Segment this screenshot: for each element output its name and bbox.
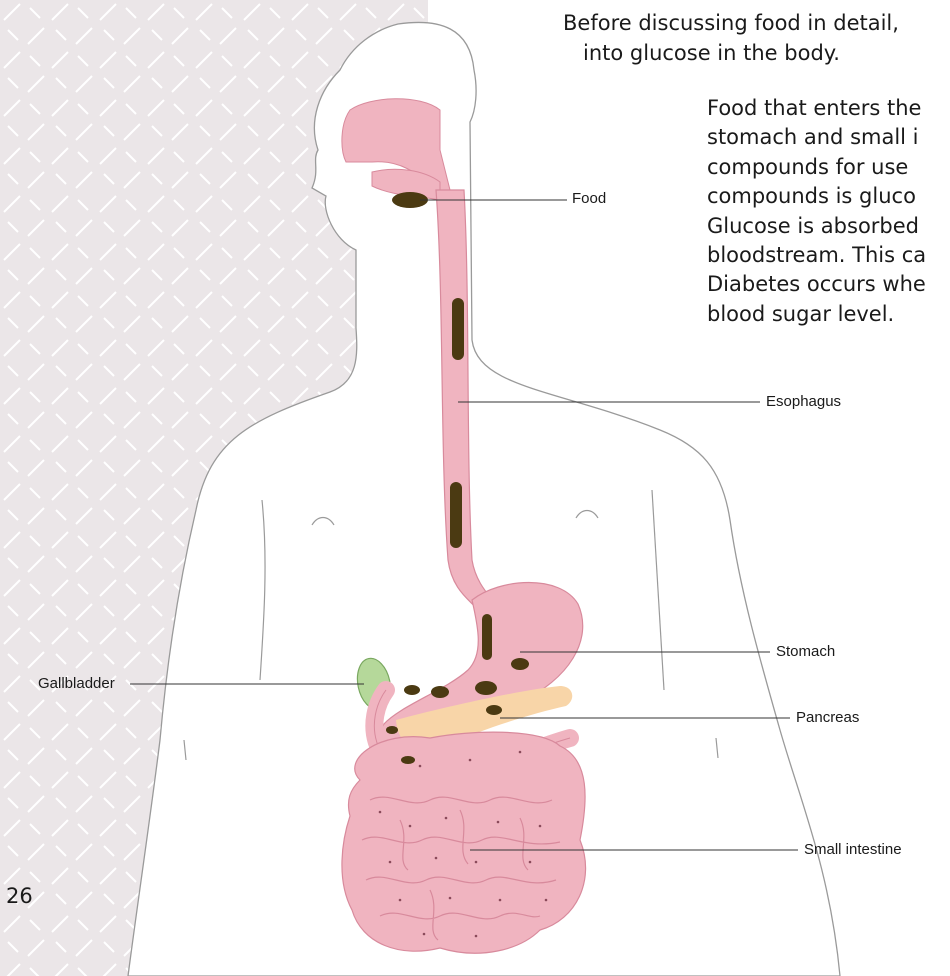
label-pancreas: Pancreas xyxy=(796,709,859,726)
paragraph-line: Diabetes occurs whe xyxy=(707,270,950,299)
label-esophagus: Esophagus xyxy=(766,393,841,410)
label-food: Food xyxy=(572,190,606,207)
label-small-intestine: Small intestine xyxy=(804,841,902,858)
food-bolus-stomach-6 xyxy=(486,705,502,715)
food-bolus-duodenum-1 xyxy=(386,726,398,734)
food-bolus-stomach-1 xyxy=(482,614,492,660)
paragraph-line: blood sugar level. xyxy=(707,300,950,329)
food-bolus-stomach-5 xyxy=(404,685,420,695)
paragraph-line: compounds for use xyxy=(707,153,950,182)
food-bolus-esophagus-2 xyxy=(450,482,462,548)
paragraph-line: Glucose is absorbed xyxy=(707,212,950,241)
food-bolus-esophagus-1 xyxy=(452,298,464,360)
paragraph-line: Food that enters the xyxy=(707,94,950,123)
body-paragraph: Food that enters the stomach and small i… xyxy=(707,94,950,329)
food-bolus-stomach-4 xyxy=(431,686,449,698)
label-gallbladder: Gallbladder xyxy=(38,675,115,692)
intro-text: Before discussing food in detail, into g… xyxy=(563,8,950,68)
food-bolus-stomach-2 xyxy=(511,658,529,670)
food-bolus-duodenum-2 xyxy=(401,756,415,764)
paragraph-line: stomach and small i xyxy=(707,123,950,152)
food-bolus-stomach-3 xyxy=(475,681,497,695)
label-stomach: Stomach xyxy=(776,643,835,660)
paragraph-line: bloodstream. This ca xyxy=(707,241,950,270)
intro-line-2: into glucose in the body. xyxy=(563,38,950,68)
paragraph-line: compounds is gluco xyxy=(707,182,950,211)
page-number: 26 xyxy=(6,884,33,908)
intro-line-1: Before discussing food in detail, xyxy=(563,11,899,35)
